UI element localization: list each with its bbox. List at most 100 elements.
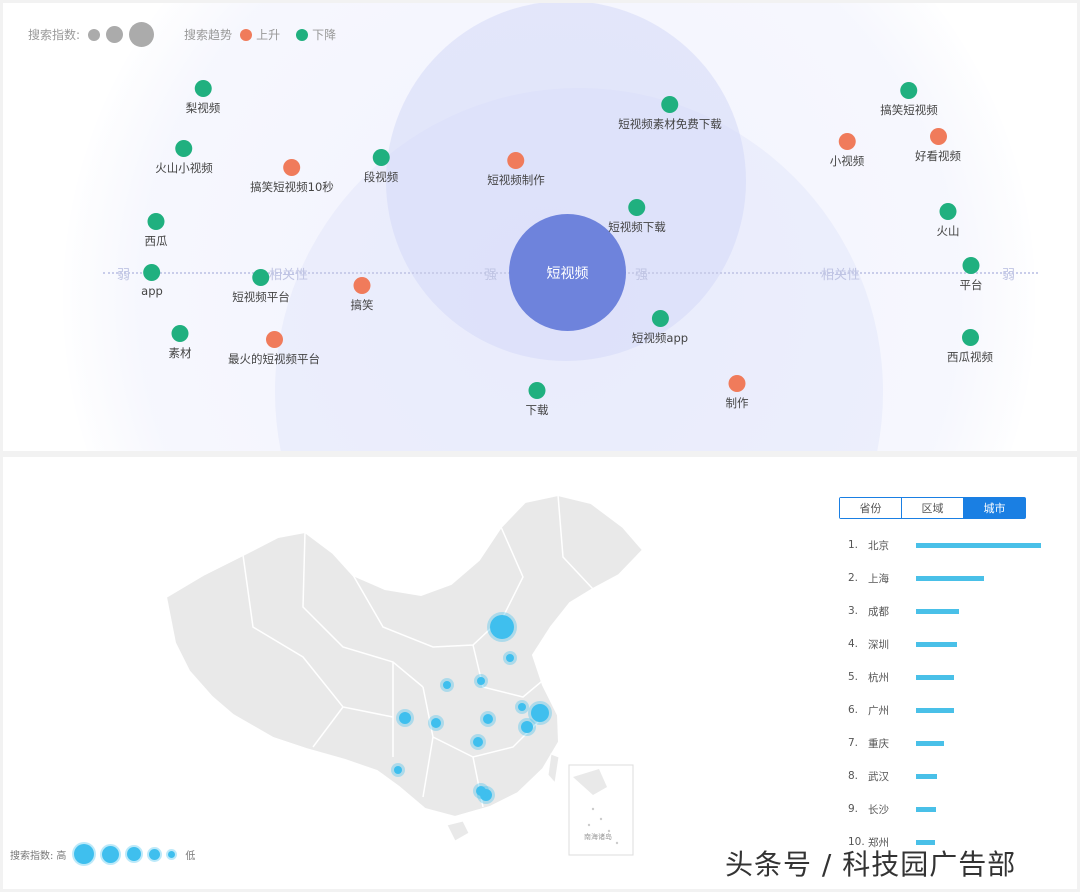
keyword-label: 搞笑短视频 [880,103,938,117]
trend-down-dot [147,213,165,230]
ranking-row: 10.郑州 [848,834,935,850]
ranking-row: 7.重庆 [848,735,944,751]
city-bubble[interactable] [443,681,451,689]
keyword-node[interactable]: 短视频制作 [487,152,545,188]
trend-down-dot [175,140,193,157]
rank-bar [916,740,944,746]
rank-bar [916,608,959,614]
rank-number: 4. [848,638,859,650]
south-china-sea-coast [573,769,607,795]
keyword-node[interactable]: 梨视频 [185,80,221,116]
legend-size-small [88,28,101,41]
trend-up-dot [929,128,947,145]
axis-strong-right: 强 [635,268,649,283]
keyword-node[interactable]: 短视频app [632,310,688,346]
keyword-node[interactable]: 素材 [169,325,192,361]
rank-city: 长沙 [868,803,889,816]
rank-bar [916,839,935,845]
rank-bar [916,575,984,581]
trend-up-dot [353,277,371,294]
top-legend: 搜索指数: 搜索趋势 上升 下降 [28,22,336,47]
rank-number: 3. [848,605,859,617]
trend-down-dot [171,325,189,342]
keyword-node[interactable]: 西瓜视频 [947,329,993,365]
city-bubble[interactable] [521,721,533,733]
keyword-node[interactable]: 短视频下载 [608,199,666,235]
city-bubble[interactable] [506,654,514,662]
trend-down-dot [961,329,979,346]
tab-region[interactable]: 区域 [902,498,964,518]
region-tabs: 省份区域城市 [839,497,1026,519]
keyword-node[interactable]: 搞笑 [351,277,374,313]
trend-down-dot [939,203,957,220]
city-bubble[interactable] [518,703,526,711]
rank-city: 北京 [868,539,889,552]
city-bubble[interactable] [490,615,514,639]
city-bubble[interactable] [476,786,486,796]
city-bubble[interactable] [394,766,402,774]
keyword-node[interactable]: 火山小视频 [155,140,213,176]
legend-down-dot [296,28,309,41]
keyword-node[interactable]: 搞笑短视频10秒 [250,159,334,195]
keyword-label: 短视频app [631,331,689,345]
city-bubble[interactable] [431,718,441,728]
keyword-node[interactable]: 搞笑短视频 [880,82,938,118]
keyword-node[interactable]: 短视频平台 [232,269,290,305]
keyword-label: 搞笑 [350,298,374,312]
keyword-node[interactable]: 短视频素材免费下载 [618,96,722,132]
relevance-panel: 弱 相关性 强 强 相关性 弱 搜索指数: 搜索趋势 上升 下降 短视频 梨视频… [3,3,1077,451]
keyword-node[interactable]: 制作 [726,375,749,411]
city-bubble[interactable] [483,714,493,724]
rank-number: 10. [848,836,865,848]
center-keyword[interactable]: 短视频 [509,214,626,331]
rank-number: 9. [848,803,859,815]
rank-number: 1. [848,539,859,551]
map-legend: 搜索指数: 高 低 [10,844,195,864]
search-index-label: 搜索指数: [28,28,81,42]
map-legend-bubble-2 [102,845,120,863]
ranking-row: 6.广州 [848,702,954,718]
map-legend-bubble-3 [127,847,142,861]
rank-city: 深圳 [868,638,889,651]
axis-relevance-left: 相关性 [269,268,309,283]
keyword-label: 梨视频 [185,101,221,115]
tab-province[interactable]: 省份 [840,498,902,518]
keyword-label: 好看视频 [915,149,961,163]
trend-up-dot [265,331,283,348]
keyword-label: 小视频 [829,154,865,168]
trend-up-dot [507,152,525,169]
keyword-node[interactable]: 小视频 [829,133,865,169]
city-bubble[interactable] [531,704,549,722]
keyword-label: 素材 [168,346,192,360]
city-bubble[interactable] [473,737,483,747]
keyword-node[interactable]: 段视频 [363,149,399,185]
watermark: 头条号 / 科技园广告部 [725,848,1017,881]
tab-city[interactable]: 城市 [964,498,1025,518]
keyword-label: 火山小视频 [155,161,213,175]
trend-down-dot [962,257,980,274]
rank-bar [916,773,937,779]
rank-number: 2. [848,572,859,584]
keyword-label: 平台 [959,278,983,292]
rank-number: 6. [848,704,859,716]
keyword-node[interactable]: 好看视频 [915,128,961,164]
keyword-node[interactable]: app [141,264,163,298]
trend-down-dot [651,310,669,327]
rank-city: 成都 [868,605,889,618]
inset-islands [587,807,619,845]
trend-down-dot [900,82,918,99]
city-bubble[interactable] [477,677,485,685]
keyword-node[interactable]: 西瓜 [145,213,168,249]
trend-up-dot [838,133,856,150]
keyword-node[interactable]: 平台 [960,257,983,293]
keyword-label: 段视频 [363,170,399,184]
trend-down-dot [252,269,270,286]
keyword-label: 最火的短视频平台 [228,352,320,366]
keyword-node[interactable]: 火山 [937,203,960,239]
legend-up-label: 上升 [256,28,281,42]
city-bubble[interactable] [399,712,411,724]
keyword-node[interactable]: 下载 [526,382,549,418]
keyword-label: 搞笑短视频10秒 [250,180,334,194]
keyword-node[interactable]: 最火的短视频平台 [228,331,320,367]
